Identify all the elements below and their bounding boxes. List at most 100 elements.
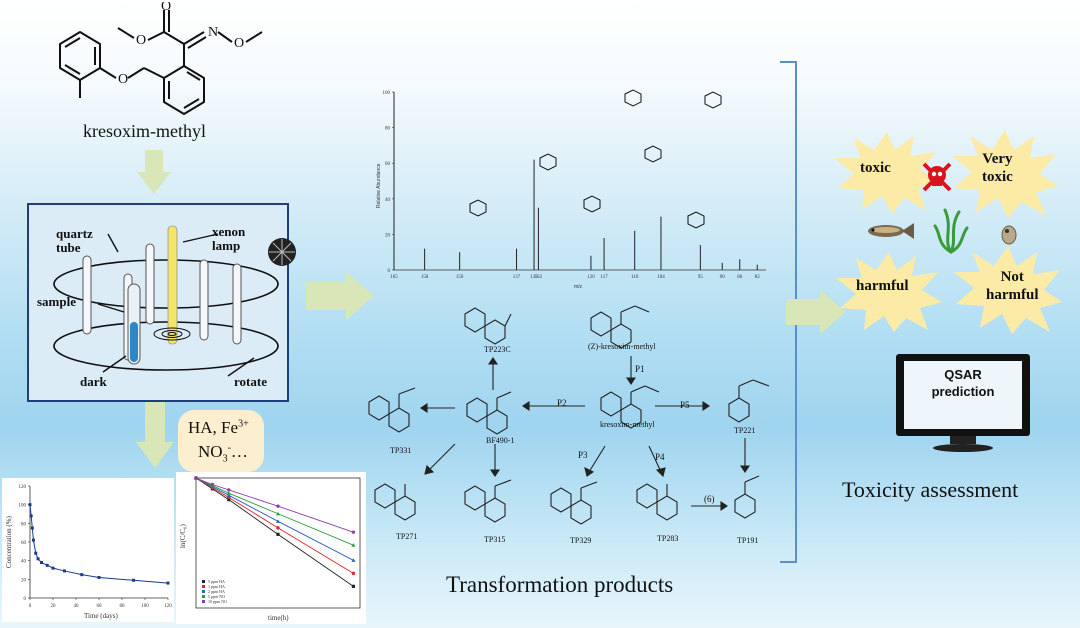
x-tick-label: 100 bbox=[141, 604, 149, 609]
pathway-label: P3 bbox=[578, 450, 588, 460]
decay-curve bbox=[29, 504, 169, 584]
data-point bbox=[36, 557, 40, 561]
data-point bbox=[30, 526, 34, 530]
kinetics-plot-panel bbox=[176, 472, 366, 624]
kinetics-line bbox=[195, 477, 354, 574]
ms-y-tick-label: 100 bbox=[383, 91, 391, 96]
data-point bbox=[226, 491, 231, 495]
data-point bbox=[194, 476, 198, 480]
data-point bbox=[28, 503, 32, 507]
ms-tick-label: 95 bbox=[698, 275, 704, 280]
legend-label: 2 ppm HA bbox=[208, 589, 225, 594]
ms-tick-label: 133 bbox=[530, 275, 538, 280]
dark-label: dark bbox=[80, 374, 107, 389]
y-tick-label: 40 bbox=[21, 560, 27, 565]
legend-label: 1 ppm HA bbox=[208, 584, 225, 589]
toxic-burst bbox=[834, 132, 940, 214]
ms-y-tick-label: 40 bbox=[385, 198, 391, 203]
data-point bbox=[351, 558, 356, 562]
data-point bbox=[351, 543, 356, 547]
pathway-label: (6) bbox=[704, 494, 715, 504]
product-label: TP191 bbox=[737, 536, 759, 545]
kinetics-line bbox=[195, 477, 354, 533]
toxicity-title: Toxicity assessment bbox=[842, 477, 1019, 502]
ms-y-tick-label: 0 bbox=[388, 269, 391, 274]
svg-text:O: O bbox=[161, 2, 171, 14]
factors-line-2: NO3-… bbox=[198, 442, 248, 465]
data-point bbox=[276, 504, 280, 508]
x-tick-label: 20 bbox=[51, 604, 57, 609]
fan-icon bbox=[268, 238, 296, 266]
x-tick-label: 120 bbox=[164, 604, 172, 609]
x-tick-label: 40 bbox=[74, 604, 80, 609]
data-point bbox=[34, 551, 38, 555]
legend-marker bbox=[202, 590, 205, 593]
pathway-label: P1 bbox=[635, 364, 645, 374]
very-toxic-burst bbox=[952, 130, 1058, 218]
legend-marker bbox=[202, 580, 205, 583]
x-tick-label: 60 bbox=[97, 604, 103, 609]
y-tick-label: 80 bbox=[21, 522, 27, 527]
svg-text:N: N bbox=[208, 25, 218, 40]
qsar-label: QSAR prediction bbox=[931, 367, 995, 399]
data-point bbox=[97, 575, 101, 579]
legend-label: 5 ppm HA bbox=[208, 579, 225, 584]
right-arrow-icon bbox=[786, 290, 846, 334]
kinetics-plot-ylabel: ln(C/C₀) bbox=[179, 524, 187, 548]
factors-line-1: HA, Fe3+ bbox=[188, 418, 249, 437]
x-tick-label: 80 bbox=[120, 604, 126, 609]
y-tick-label: 120 bbox=[19, 485, 27, 490]
transformation-title: Transformation products bbox=[446, 572, 674, 597]
x-tick-label: 0 bbox=[29, 604, 32, 609]
toxic-label: toxic bbox=[860, 160, 891, 176]
svg-text:O: O bbox=[118, 72, 128, 87]
y-tick-label: 20 bbox=[21, 578, 27, 583]
harmful-burst bbox=[836, 252, 942, 332]
ms-tick-label: 150 bbox=[456, 275, 464, 280]
product-label: TP271 bbox=[396, 532, 418, 541]
pathway-label: P5 bbox=[680, 400, 690, 410]
sample-label: sample bbox=[37, 294, 76, 309]
legend-marker bbox=[202, 600, 205, 603]
data-point bbox=[226, 493, 231, 497]
data-point bbox=[276, 526, 280, 530]
product-label: TP329 bbox=[570, 536, 592, 545]
fish-icon bbox=[868, 223, 914, 239]
not-harmful-label: Not harmful bbox=[986, 269, 1039, 303]
fragment-structures bbox=[469, 89, 722, 229]
xenon-lamp-label: xenon lamp bbox=[212, 224, 246, 253]
data-point bbox=[63, 569, 66, 573]
product-label: BF490-1 bbox=[486, 436, 515, 445]
data-point bbox=[80, 573, 84, 577]
photoreactor-panel bbox=[27, 203, 289, 402]
ms-tick-label: 158 bbox=[421, 275, 429, 280]
data-point bbox=[351, 530, 356, 534]
ms-y-tick-label: 60 bbox=[385, 162, 391, 167]
kinetics-plot-xlabel: time(h) bbox=[268, 614, 289, 622]
kresoxim-methyl-structure: O O O N O bbox=[59, 2, 263, 115]
down-arrow-icon bbox=[137, 150, 171, 194]
product-label: TP221 bbox=[734, 426, 756, 435]
compound-name: kresoxim-methyl bbox=[83, 121, 206, 141]
ms-tick-label: 86 bbox=[737, 275, 743, 280]
ms-y-tick-label: 20 bbox=[385, 233, 391, 238]
data-point bbox=[210, 482, 215, 487]
kinetics-line bbox=[195, 477, 354, 546]
data-point bbox=[31, 538, 35, 542]
product-label: TP331 bbox=[390, 446, 412, 455]
product-label: TP283 bbox=[657, 534, 679, 543]
pathway-label: P2 bbox=[557, 398, 567, 408]
legend-label: 10 ppm NO bbox=[208, 599, 227, 604]
algae-icon bbox=[933, 208, 969, 254]
skull-crossbones-icon bbox=[922, 162, 952, 192]
data-point bbox=[45, 563, 49, 567]
y-tick-label: 0 bbox=[24, 597, 27, 602]
not-harmful-burst bbox=[954, 246, 1062, 334]
daphnia-icon bbox=[1001, 225, 1017, 245]
kinetics-plot: ln(C/C₀) time(h) 5 ppm HA1 ppm HA2 ppm H… bbox=[179, 476, 361, 622]
data-point bbox=[351, 571, 356, 576]
data-point bbox=[227, 488, 231, 492]
data-point bbox=[51, 566, 55, 570]
product-label: TP315 bbox=[484, 535, 506, 544]
pathway-label: P4 bbox=[655, 452, 665, 462]
